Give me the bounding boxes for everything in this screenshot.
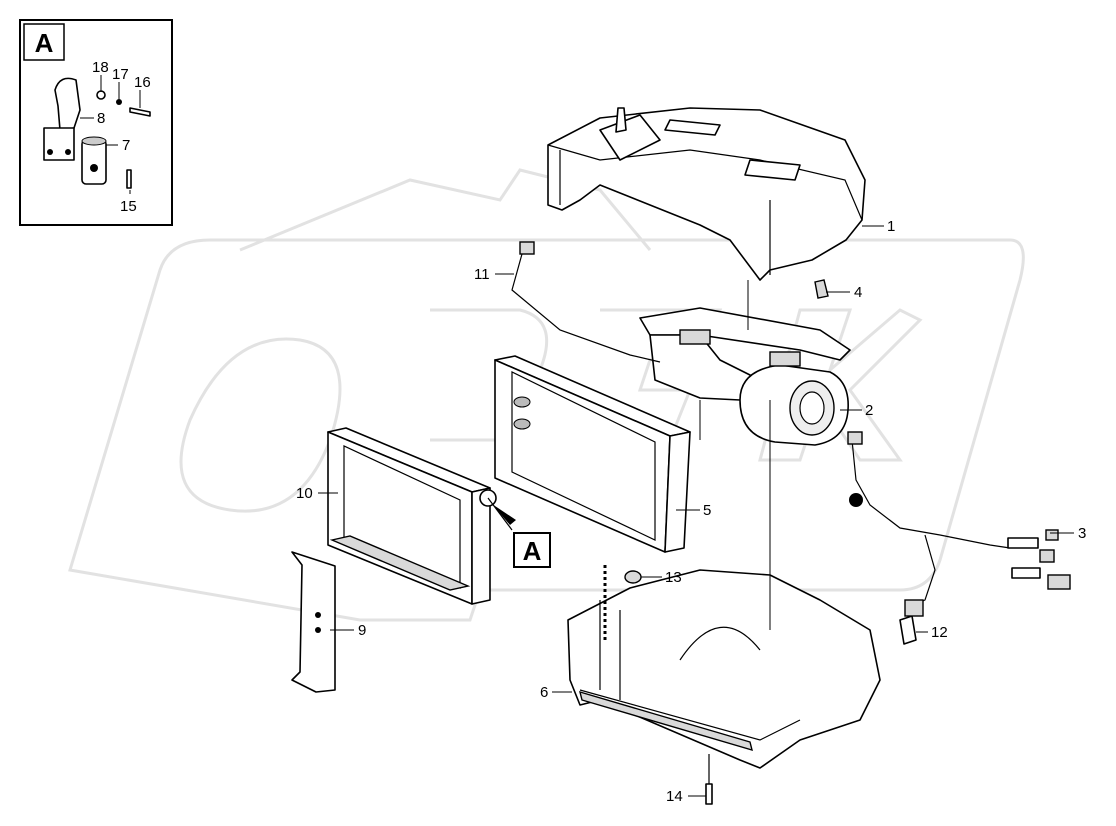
- label-4: 4: [854, 284, 862, 301]
- nut-part-13: [624, 570, 642, 584]
- alignment-lines: [699, 280, 771, 630]
- detail-a-panel: A 18 17 16 8 7 15: [19, 19, 173, 226]
- heater-core: [494, 355, 691, 553]
- label-14: 14: [666, 788, 683, 805]
- part-labels: 1 2 3 4 5 6 9 10 11 12 13 14: [296, 218, 1086, 805]
- label-5: 5: [703, 502, 711, 519]
- label-17: 17: [112, 66, 129, 83]
- label-9: 9: [358, 622, 366, 639]
- clip-part-4: [814, 279, 829, 299]
- callout-a-letter: A: [523, 536, 542, 566]
- label-1: 1: [887, 218, 895, 235]
- label-10: 10: [296, 485, 313, 502]
- leader-lines: [318, 225, 1074, 797]
- sensor-wire: [511, 241, 661, 363]
- evaporator: [327, 427, 497, 605]
- blower-unit: [639, 307, 851, 446]
- label-12: 12: [931, 624, 948, 641]
- label-11: 11: [474, 266, 490, 283]
- wiring-harness: [847, 431, 1071, 607]
- label-18: 18: [92, 59, 109, 76]
- label-8: 8: [97, 110, 105, 127]
- detail-a-callout: A: [487, 497, 551, 568]
- detail-a-letter: A: [35, 28, 54, 58]
- label-16: 16: [134, 74, 151, 91]
- lower-housing: [567, 569, 881, 769]
- upper-housing: [547, 107, 866, 281]
- mounting-bracket: [291, 551, 336, 693]
- label-3: 3: [1078, 525, 1086, 542]
- pressure-switch: [899, 599, 924, 645]
- screw-part-14: [705, 754, 713, 805]
- label-6: 6: [540, 684, 548, 701]
- label-2: 2: [865, 402, 873, 419]
- label-7: 7: [122, 137, 130, 154]
- label-15: 15: [120, 198, 137, 215]
- label-13: 13: [665, 569, 682, 586]
